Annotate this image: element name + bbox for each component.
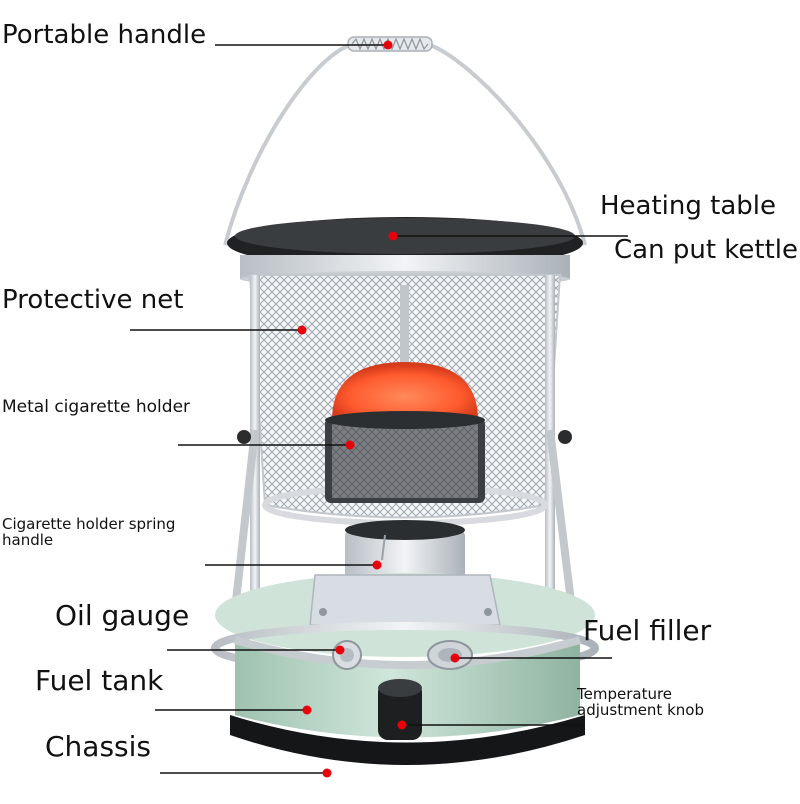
leader-lines	[130, 44, 628, 774]
dot-fuel-filler	[450, 653, 460, 663]
oil-gauge-shape	[332, 640, 362, 670]
burner-shape	[325, 362, 485, 503]
fuel-tank-top	[211, 573, 599, 674]
label-temperature-adjustment-knob: Temperature adjustment knob	[577, 685, 704, 719]
label-chassis: Chassis	[45, 730, 151, 763]
portable-handle-shape	[223, 36, 587, 246]
label-portable-handle: Portable handle	[2, 20, 207, 50]
dot-cigarette-holder	[345, 440, 355, 450]
label-protective-net: Protective net	[2, 285, 184, 315]
chassis-shape	[230, 715, 585, 765]
label-fuel-filler: Fuel filler	[583, 614, 712, 647]
label-metal-cigarette-holder: Metal cigarette holder	[2, 397, 191, 417]
dot-portable-handle	[383, 40, 393, 50]
dot-oil-gauge	[335, 645, 345, 655]
dot-protective-net	[297, 325, 307, 335]
marker-dots	[297, 40, 460, 778]
dot-fuel-tank	[302, 705, 312, 715]
dot-heating-table	[388, 231, 398, 241]
label-cigarette-holder-spring-handle: Cigarette holder spring handle	[2, 515, 176, 549]
fuel-filler-shape	[427, 640, 473, 670]
temperature-knob-shape	[378, 679, 422, 740]
dot-spring-handle	[372, 560, 382, 570]
label-oil-gauge: Oil gauge	[55, 599, 190, 632]
dot-temperature-knob	[397, 720, 407, 730]
label-heating-table: Heating table	[600, 191, 776, 221]
dot-chassis	[322, 768, 332, 778]
label-fuel-tank: Fuel tank	[35, 664, 164, 697]
label-can-put-kettle: Can put kettle	[614, 235, 799, 265]
